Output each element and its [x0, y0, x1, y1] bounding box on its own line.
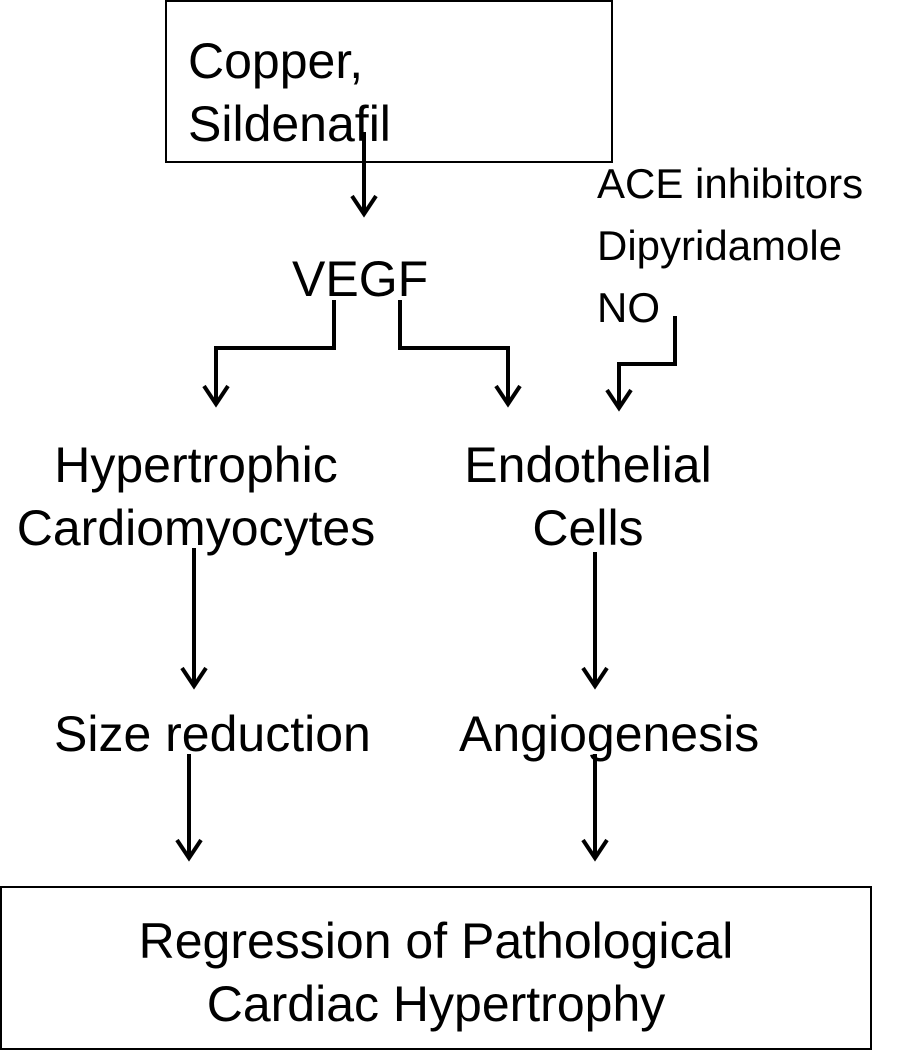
- node-copper-line-1: Copper,: [188, 33, 364, 89]
- node-drugs-line-2: Dipyridamole: [597, 222, 843, 269]
- node-size-reduction: Size reduction: [54, 703, 371, 766]
- arrow-vegf-to-endothelial: [398, 300, 522, 408]
- node-regression-line-2: Cardiac Hypertrophy: [206, 976, 666, 1032]
- node-size-reduction-label: Size reduction: [54, 706, 371, 762]
- arrow-vegf-to-hypertrophic: [202, 300, 336, 408]
- node-copper-sildenafil: Copper, Sildenafil: [188, 30, 391, 156]
- node-drugs: ACE inhibitors Dipyridamole NO: [597, 153, 863, 339]
- node-endothelial-line-1: Endothelial: [464, 437, 712, 493]
- copper-sildenafil-box: [165, 0, 613, 163]
- node-drugs-line-1: ACE inhibitors: [597, 160, 864, 207]
- regression-box: [0, 886, 872, 1050]
- arrow-drugs-to-endothelial: [605, 316, 677, 412]
- node-copper-line-2: Sildenafil: [188, 96, 391, 152]
- node-drugs-line-3: NO: [597, 284, 660, 331]
- node-hypertrophic-line-1: Hypertrophic: [54, 437, 338, 493]
- node-vegf: VEGF: [292, 248, 428, 311]
- node-endothelial-line-2: Cells: [532, 500, 644, 556]
- node-regression-line-1: Regression of Pathological: [138, 913, 734, 969]
- arrow-angiogenesis-to-regression: [581, 754, 609, 862]
- node-angiogenesis-label: Angiogenesis: [459, 706, 760, 762]
- arrow-endothelial-to-angiogenesis: [581, 552, 609, 690]
- node-endothelial: Endothelial Cells: [456, 434, 720, 560]
- node-angiogenesis: Angiogenesis: [459, 703, 759, 766]
- node-vegf-label: VEGF: [292, 251, 429, 307]
- arrow-size-reduction-to-regression: [175, 754, 203, 862]
- node-hypertrophic: Hypertrophic Cardiomyocytes: [5, 434, 387, 560]
- node-regression: Regression of Pathological Cardiac Hyper…: [0, 910, 872, 1036]
- node-hypertrophic-line-2: Cardiomyocytes: [16, 500, 376, 556]
- arrow-copper-to-vegf: [350, 132, 378, 218]
- arrow-hypertrophic-to-size-reduction: [180, 548, 208, 690]
